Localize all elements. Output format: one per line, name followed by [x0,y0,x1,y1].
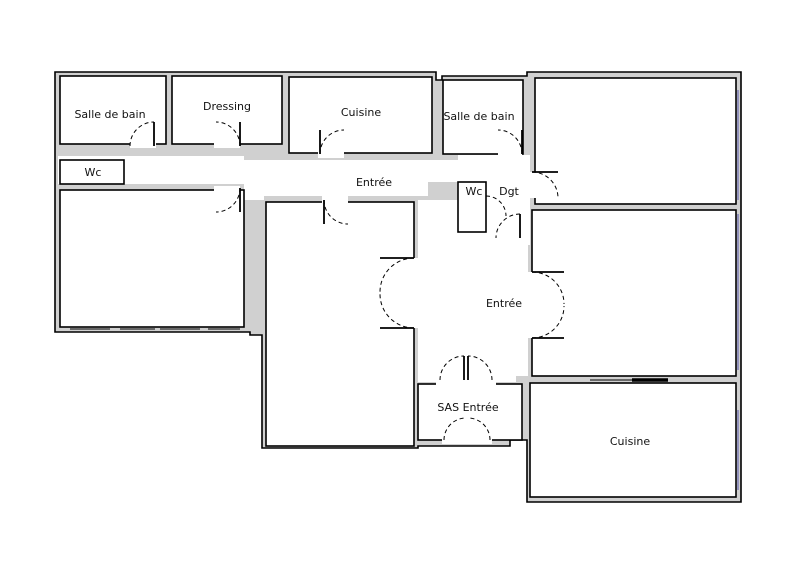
door-swings [129,121,565,441]
corridor-upper [244,160,458,200]
room-sas-entree [417,383,523,441]
room-bedroom-right-top [534,77,737,205]
label-salle-de-bain-2: Salle de bain [443,110,514,123]
door-gap-sdb2 [498,150,522,158]
room-salle-de-bain-2 [442,79,524,155]
label-wc-2: Wc [466,185,483,198]
label-cuisine-1: Cuisine [341,106,381,119]
door-gap-center-right [410,258,420,328]
label-dressing: Dressing [203,100,251,113]
label-sas-entree: SAS Entrée [437,401,498,414]
label-entree-2: Entrée [486,297,522,310]
room-bedroom-right-mid [531,209,737,377]
room-cuisine-2 [529,382,737,498]
room-dressing [171,75,283,145]
label-salle-de-bain-1: Salle de bain [74,108,145,121]
room-living-center [265,201,415,447]
corridor-right [418,200,528,382]
door-gap-cuisine1 [318,150,344,158]
door-gap-center-top [322,196,348,204]
door-gap-sas-bottom [442,436,492,444]
room-wc-1 [59,159,125,185]
door-gap-right-top [528,172,538,198]
label-wc-1: Wc [85,166,102,179]
door-gap-right-mid [526,272,536,338]
windows [70,90,739,490]
door-gap-bedroom-left [214,186,240,192]
label-cuisine-2: Cuisine [610,435,650,448]
room-cuisine-1 [288,76,433,154]
door-gap-dressing [214,142,240,148]
door-gap-sdb1 [130,142,156,148]
label-dgt: Dgt [499,185,519,198]
door-gap-sas-top [436,374,496,386]
label-entree-1: Entrée [356,176,392,189]
room-wc-2 [457,181,487,233]
room-bedroom-left [59,189,245,328]
room-salle-de-bain-1 [59,75,167,145]
